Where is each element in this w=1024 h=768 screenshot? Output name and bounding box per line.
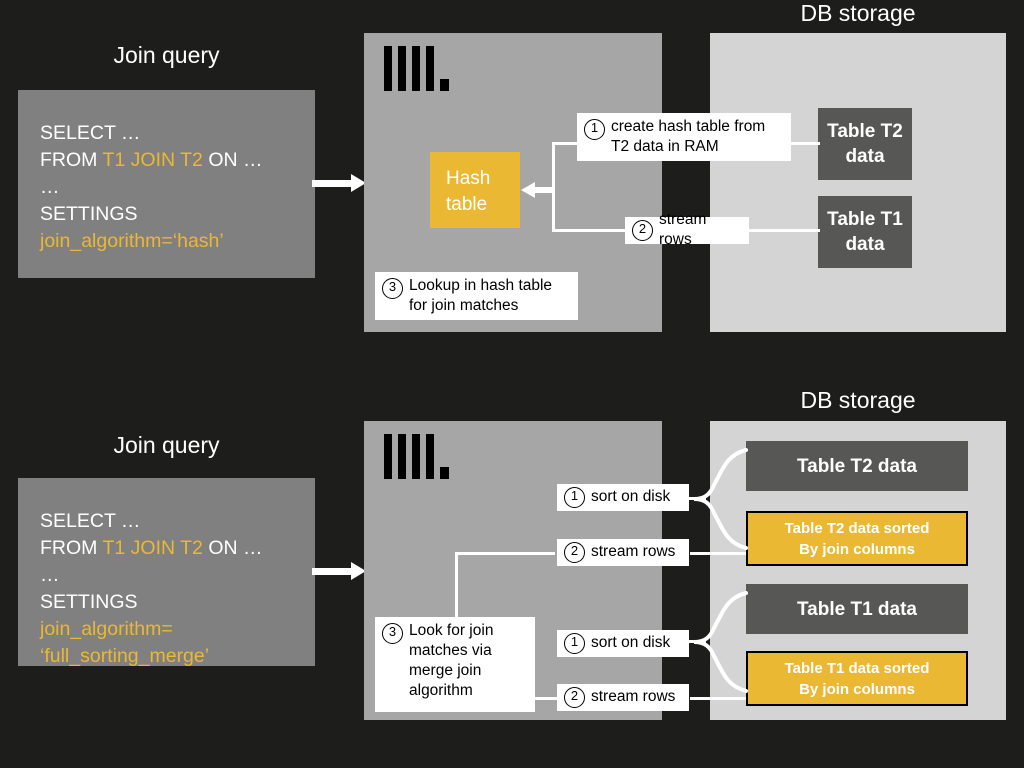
callout-number-3: 3 bbox=[382, 278, 403, 299]
callout-create-hash-table[interactable]: 1 create hash table from T2 data in RAM bbox=[577, 113, 791, 161]
db-storage-title-top: DB storage bbox=[800, 0, 916, 26]
join-query-title-bottom: Join query bbox=[113, 432, 220, 458]
callout-number-2: 2 bbox=[564, 686, 585, 708]
callout-label: sort on disk bbox=[591, 488, 671, 505]
sql-line-4: SETTINGS bbox=[40, 591, 138, 613]
callout-stream-rows-t2[interactable]: 2 stream rows bbox=[557, 539, 689, 566]
callout-number-2: 2 bbox=[564, 541, 585, 563]
connector-brace-t2-to-sort bbox=[686, 497, 706, 500]
connector-t1-sorted-to-stream bbox=[690, 697, 746, 700]
sql-line-3: … bbox=[40, 176, 60, 198]
callout-lookup-hash-table[interactable]: 3 Lookup in hash table for join matches bbox=[375, 272, 578, 320]
table-chip-t1-raw: Table T1 data bbox=[746, 584, 968, 634]
connector-t2-to-callout1 bbox=[790, 142, 820, 145]
callout-number-1: 1 bbox=[564, 632, 585, 654]
callout-label: Lookup in hash table for join matches bbox=[409, 277, 553, 314]
query-box-hash: SELECT … FROM T1 JOIN T2 ON … … SETTINGS… bbox=[18, 90, 315, 278]
sql-line-1: SELECT … bbox=[40, 122, 141, 144]
callout-stream-rows-t1[interactable]: 2 stream rows bbox=[557, 684, 689, 711]
connector-spine-merge bbox=[455, 552, 458, 620]
sql-line-5: join_algorithm= bbox=[40, 618, 173, 640]
callout-number-1: 1 bbox=[584, 119, 605, 140]
arrow-query-to-server-bottom bbox=[312, 562, 366, 581]
sql-line-3: … bbox=[40, 564, 60, 586]
join-query-title-top: Join query bbox=[113, 42, 220, 68]
arrow-query-to-server-top bbox=[312, 174, 366, 193]
sql-line-2-accent: T1 JOIN T2 bbox=[102, 149, 203, 171]
sql-line-1: SELECT … bbox=[40, 510, 141, 532]
db-storage-panel-hash bbox=[710, 33, 1006, 332]
connector-spine-bottom-stub bbox=[552, 229, 626, 232]
callout-label: stream rows bbox=[591, 688, 676, 705]
connector-t2-sorted-to-stream bbox=[690, 552, 746, 555]
table-chip-t2-hash: Table T2 data bbox=[818, 108, 912, 180]
callout-sort-on-disk-t2[interactable]: 1 sort on disk bbox=[557, 484, 689, 511]
table-chip-t2-raw: Table T2 data bbox=[746, 441, 968, 491]
sql-line-4: SETTINGS bbox=[40, 203, 138, 225]
callout-merge-join-lookup[interactable]: 3 Look for join matches via merge join a… bbox=[375, 617, 535, 712]
table-chip-t1-hash: Table T1 data bbox=[818, 196, 912, 268]
callout-label: create hash table from T2 data in RAM bbox=[611, 118, 766, 155]
connector-spine-top-stub bbox=[552, 142, 578, 145]
query-box-merge: SELECT … FROM T1 JOIN T2 ON … … SETTINGS… bbox=[18, 478, 315, 667]
clickhouse-logo-icon bbox=[384, 46, 450, 92]
query-sql-text-merge: SELECT … FROM T1 JOIN T2 ON … … SETTINGS… bbox=[40, 508, 263, 670]
callout-label: sort on disk bbox=[591, 634, 671, 651]
sql-line-6: ‘full_sorting_merge’ bbox=[40, 645, 210, 667]
sql-line-2-accent: T1 JOIN T2 bbox=[102, 537, 203, 559]
callout-stream-rows-hash[interactable]: 2 stream rows bbox=[625, 211, 749, 248]
connector-brace-t1-to-sort bbox=[686, 640, 706, 643]
db-storage-title-bottom: DB storage bbox=[800, 387, 916, 413]
sql-line-2-suffix: ON … bbox=[202, 149, 263, 171]
sql-line-2-prefix: FROM bbox=[40, 537, 103, 559]
sql-line-2-prefix: FROM bbox=[40, 149, 103, 171]
callout-label: stream rows bbox=[659, 211, 707, 248]
table-chip-t1-sorted: Table T1 data sorted By join columns bbox=[746, 651, 968, 706]
arrow-into-hash-table bbox=[521, 182, 555, 198]
sql-line-5: join_algorithm=‘hash’ bbox=[40, 230, 224, 252]
clickhouse-logo-icon bbox=[384, 434, 450, 480]
brace-connector-t1 bbox=[693, 591, 748, 693]
callout-sort-on-disk-t1[interactable]: 1 sort on disk bbox=[557, 630, 689, 657]
callout-number-2: 2 bbox=[632, 219, 653, 241]
connector-stream2-to-spine bbox=[455, 552, 555, 555]
hash-table-box: Hash table bbox=[430, 152, 520, 228]
sql-line-2-suffix: ON … bbox=[202, 537, 263, 559]
connector-t1-to-callout2 bbox=[748, 229, 820, 232]
callout-number-1: 1 bbox=[564, 486, 585, 508]
callout-number-3: 3 bbox=[382, 623, 403, 644]
query-sql-text-hash: SELECT … FROM T1 JOIN T2 ON … … SETTINGS… bbox=[40, 120, 263, 255]
connector-stream1-to-box bbox=[532, 697, 560, 700]
callout-label: stream rows bbox=[591, 543, 676, 560]
table-chip-t2-sorted: Table T2 data sorted By join columns bbox=[746, 511, 968, 566]
callout-label: Look for join matches via merge join alg… bbox=[409, 622, 494, 699]
